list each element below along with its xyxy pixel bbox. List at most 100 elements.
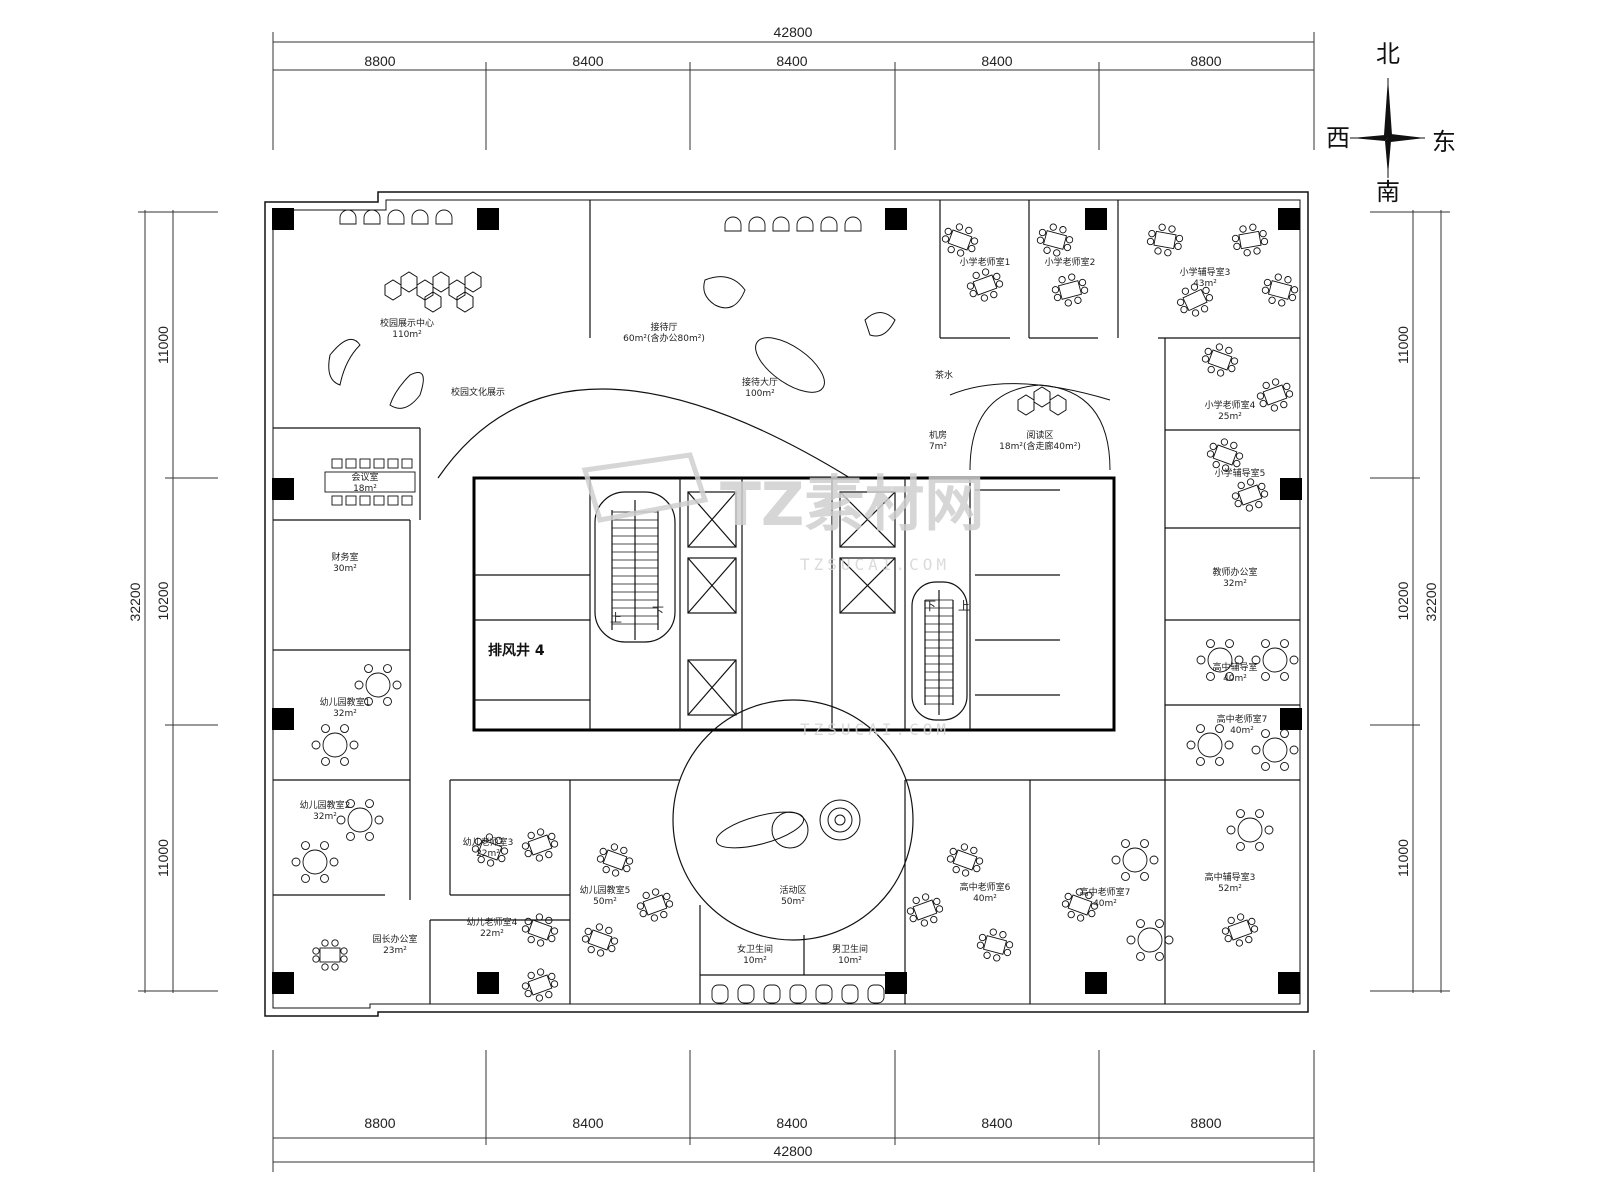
lounge-chair-icon bbox=[339, 209, 357, 225]
chair-icon bbox=[387, 495, 399, 506]
room-area-label: 52m² bbox=[1218, 884, 1242, 894]
lounge-chair-icon bbox=[748, 216, 766, 232]
table-with-chairs-icon bbox=[1221, 913, 1259, 947]
dim-left-seg-2: 10200 bbox=[155, 581, 171, 620]
chair-icon bbox=[387, 458, 399, 469]
bottom-dimension-chain bbox=[272, 1050, 1315, 1172]
dim-right-seg-3: 11000 bbox=[1395, 839, 1411, 877]
round-table-icon bbox=[1126, 919, 1174, 961]
room-area-label: 32m² bbox=[333, 709, 357, 719]
watermark-logo: TZ素材网 TZSUCAI.COM TZSUCAI.COM bbox=[581, 452, 984, 739]
chair-icon bbox=[345, 458, 357, 469]
room-name-label: 幼儿园教室1 bbox=[320, 696, 371, 708]
central-core bbox=[472, 476, 1116, 732]
stair-down-label: 下 bbox=[652, 605, 664, 619]
toilet-icon bbox=[737, 984, 755, 1004]
table-with-chairs-icon bbox=[1061, 888, 1099, 922]
table-with-chairs-icon bbox=[636, 888, 674, 922]
building-outline bbox=[264, 191, 1309, 1017]
table-with-chairs-icon bbox=[1206, 438, 1244, 472]
room-area-label: 60m²(含办公80m²) bbox=[623, 332, 705, 344]
room-area-label: 22m² bbox=[476, 849, 500, 859]
column-10 bbox=[272, 972, 294, 994]
shaft-label: 排风井 4 bbox=[488, 642, 545, 659]
room-area-label: 18m² bbox=[353, 484, 377, 494]
table-with-chairs-icon bbox=[471, 833, 509, 867]
hexagon-display-icon bbox=[384, 271, 482, 313]
table-with-chairs-icon bbox=[521, 828, 559, 862]
stair-treads bbox=[612, 511, 953, 705]
round-table-icon bbox=[311, 724, 359, 766]
room-name-label: 机房 bbox=[929, 429, 947, 441]
lounge-chair-icon bbox=[411, 209, 429, 225]
toilet-icon bbox=[711, 984, 729, 1004]
lounge-chair-icon bbox=[772, 216, 790, 232]
room-area-label: 40m² bbox=[1223, 674, 1247, 684]
interior-partitions bbox=[273, 200, 1300, 1004]
room-name-label: 教师办公室 bbox=[1212, 566, 1257, 578]
decor-elements bbox=[328, 271, 1111, 849]
round-table-icon bbox=[1251, 639, 1299, 681]
dim-top-total: 42800 bbox=[774, 24, 813, 40]
dim-right-seg-1: 11000 bbox=[1395, 326, 1411, 364]
column-14 bbox=[1278, 972, 1300, 994]
column-13 bbox=[1085, 972, 1107, 994]
right-dimension-chain bbox=[1370, 210, 1450, 993]
room-area-label: 40m² bbox=[973, 894, 997, 904]
chair-icon bbox=[373, 495, 385, 506]
table-with-chairs-icon bbox=[1231, 478, 1269, 512]
round-table-icon bbox=[1111, 839, 1159, 881]
column-3 bbox=[885, 208, 907, 230]
room-area-label: 18m²(含走廊40m²) bbox=[999, 440, 1081, 452]
table-with-chairs-icon bbox=[1036, 223, 1074, 257]
room-name-label: 女卫生间 bbox=[737, 943, 773, 955]
chair-icon bbox=[401, 495, 413, 506]
conference-table-icon bbox=[324, 471, 416, 493]
table-with-chairs-icon bbox=[966, 268, 1004, 302]
room-area-label: 10m² bbox=[743, 956, 767, 966]
round-table-icon bbox=[291, 841, 339, 883]
stair-up-label: 上 bbox=[610, 611, 622, 625]
toilet-icon bbox=[815, 984, 833, 1004]
room-labels: 校园展示中心110m²接待厅60m²(含办公80m²)校园文化展示接待大厅100… bbox=[300, 256, 1268, 966]
chair-icon bbox=[331, 458, 343, 469]
round-table-icon bbox=[1251, 729, 1299, 771]
table-with-chairs-icon bbox=[596, 843, 634, 877]
room-name-label: 小学老师室2 bbox=[1045, 256, 1096, 268]
chair-icon bbox=[345, 495, 357, 506]
compass-west-label: 西 bbox=[1326, 124, 1350, 152]
chair-icon bbox=[359, 458, 371, 469]
round-table-icon bbox=[1196, 639, 1244, 681]
lounge-chair-icon bbox=[724, 216, 742, 232]
room-area-label: 110m² bbox=[392, 330, 422, 340]
room-name-label: 接待厅 bbox=[650, 321, 677, 333]
room-name-label: 小学辅导室3 bbox=[1180, 266, 1231, 278]
toilet-icon bbox=[867, 984, 885, 1004]
column-6 bbox=[272, 478, 294, 500]
room-name-label: 接待大厅 bbox=[742, 376, 778, 388]
column-5 bbox=[1278, 208, 1300, 230]
dim-right-seg-2: 10200 bbox=[1395, 581, 1411, 620]
left-dimension-chain bbox=[138, 210, 218, 993]
dim-top-seg-2: 8400 bbox=[572, 53, 603, 69]
top-dimension-chain bbox=[272, 32, 1315, 150]
watermark-text: TZ素材网 bbox=[720, 470, 984, 540]
room-name-label: 小学老师室4 bbox=[1205, 399, 1256, 411]
room-name-label: 高中老师室6 bbox=[960, 881, 1011, 893]
lounge-chair-icon bbox=[435, 209, 453, 225]
table-with-chairs-icon bbox=[581, 923, 619, 957]
dim-top-seg-5: 8800 bbox=[1190, 53, 1221, 69]
toilet-icon bbox=[789, 984, 807, 1004]
room-name-label: 园长办公室 bbox=[372, 933, 417, 945]
column-9 bbox=[1280, 708, 1302, 730]
table-with-chairs-icon bbox=[976, 928, 1014, 962]
room-area-label: 40m² bbox=[1093, 899, 1117, 909]
toilet-icon bbox=[763, 984, 781, 1004]
dim-left-total: 32200 bbox=[127, 582, 143, 621]
room-area-label: 32m² bbox=[1223, 579, 1247, 589]
room-area-label: 50m² bbox=[593, 897, 617, 907]
table-with-chairs-icon bbox=[1256, 378, 1294, 412]
dim-bottom-seg-4: 8400 bbox=[981, 1115, 1012, 1131]
watermark-subtext-2: TZSUCAI.COM bbox=[800, 720, 950, 739]
compass-east-label: 东 bbox=[1432, 128, 1456, 156]
